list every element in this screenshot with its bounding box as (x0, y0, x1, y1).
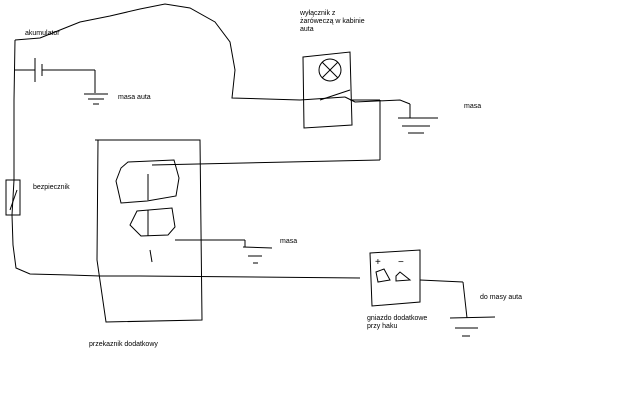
label-fuse: bezpiecznik (33, 184, 70, 191)
label-ground-relay: masa (280, 238, 298, 245)
ground-symbol-switch (398, 117, 438, 134)
socket-box (369, 249, 468, 319)
main-wire-loop (14, 3, 301, 101)
minus-symbol: − (398, 257, 404, 268)
label-ground-socket: do masy auta (480, 294, 523, 301)
battery-symbol (34, 58, 96, 93)
label-socket: gniazdo dodatkowe przy haku (367, 315, 427, 331)
label-ground-switch: masa (464, 103, 482, 110)
label-ground-battery: masa auta (118, 94, 151, 101)
label-switch-line2: żaróweczą w kabinie (300, 18, 365, 25)
label-switch-line1: wyłącznik z (300, 10, 336, 17)
ground-symbol-relay (242, 246, 273, 264)
label-battery: akumulator (25, 30, 60, 37)
fuse-symbol (5, 179, 21, 216)
label-switch: wyłącznik z żaróweczą w kabinie auta (300, 10, 365, 34)
relay-box (95, 139, 361, 323)
switch-box (151, 51, 411, 166)
label-socket-line1: gniazdo dodatkowe (367, 315, 428, 322)
label-switch-line3: auta (300, 26, 314, 33)
label-socket-line2: przy haku (367, 323, 398, 330)
plus-symbol: + (375, 257, 381, 268)
left-wire (11, 39, 140, 277)
ground-symbol-battery (84, 93, 108, 105)
label-relay: przekaznik dodatkowy (89, 341, 158, 348)
ground-symbol-socket (449, 316, 496, 337)
